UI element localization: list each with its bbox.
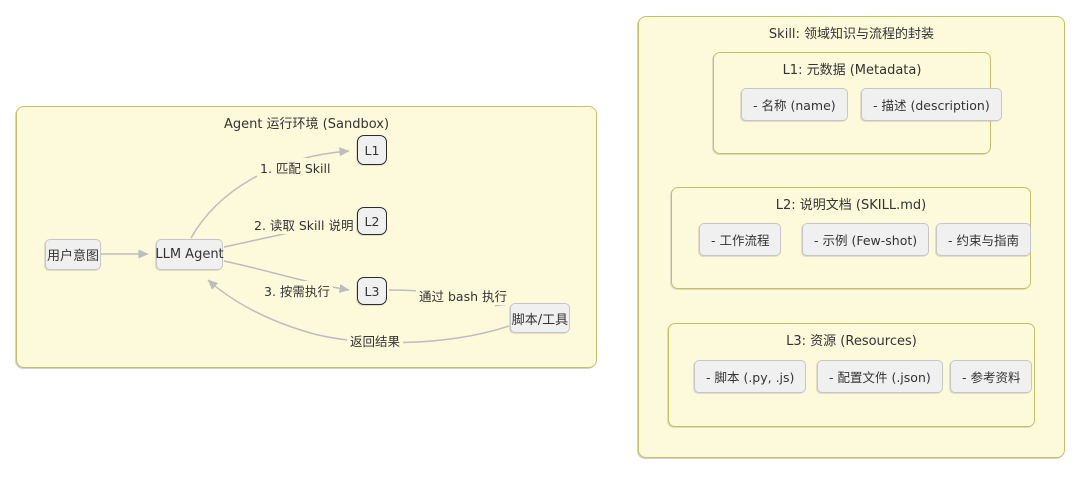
item-scripts-label: - 脚本 (.py, .js): [706, 370, 795, 385]
sandbox-cluster: Agent 运行环境 (Sandbox) 1. 匹配 Skill 2. 读取 S…: [16, 106, 597, 368]
edge-label-exec-on-demand: 3. 按需执行: [261, 281, 333, 300]
skill-l2-doc-title: L2: 说明文档 (SKILL.md): [775, 198, 927, 213]
item-references: - 参考资料: [950, 360, 1033, 393]
node-script-tool: 脚本/工具: [510, 303, 570, 333]
node-llm-agent: LLM Agent: [155, 239, 224, 270]
edge-label-match-skill: 1. 匹配 Skill: [257, 158, 334, 177]
skill-cluster: Skill: 领域知识与流程的封装 L1: 元数据 (Metadata) - 名…: [638, 16, 1065, 458]
item-config-files-label: - 配置文件 (.json): [829, 370, 931, 385]
node-script-tool-label: 脚本/工具: [511, 312, 569, 328]
item-constraints: - 约束与指南: [936, 223, 1031, 256]
item-workflow: - 工作流程: [699, 223, 782, 256]
node-l3-label: L3: [364, 283, 380, 299]
skill-l3-resources-title: L3: 资源 (Resources): [786, 334, 917, 349]
edge-label-read-skill: 2. 读取 Skill 说明: [251, 215, 357, 234]
edge-agent-to-l3: [223, 260, 350, 293]
item-references-label: - 参考资料: [962, 370, 1021, 385]
edge-agent-to-l1: [190, 147, 350, 239]
item-scripts: - 脚本 (.py, .js): [694, 360, 807, 393]
item-fewshot: - 示例 (Few-shot): [802, 223, 930, 256]
item-name-label: - 名称 (name): [753, 98, 836, 113]
edge-script-to-agent: [207, 279, 510, 344]
skill-l1-metadata-title: L1: 元数据 (Metadata): [782, 63, 922, 78]
edge-label-via-bash: 通过 bash 执行: [416, 286, 510, 305]
item-fewshot-label: - 示例 (Few-shot): [814, 233, 918, 248]
node-l2-label: L2: [364, 213, 380, 229]
node-l1: L1: [357, 135, 387, 165]
node-user-intent-label: 用户意图: [46, 249, 99, 264]
sandbox-cluster-title: Agent 运行环境 (Sandbox): [223, 117, 390, 132]
item-description-label: - 描述 (description): [873, 98, 990, 113]
node-l3: L3: [357, 277, 387, 305]
edge-label-return-result: 返回结果: [347, 331, 404, 350]
skill-l3-resources-cluster: L3: 资源 (Resources) - 脚本 (.py, .js) - 配置文…: [668, 323, 1035, 427]
item-description: - 描述 (description): [861, 88, 1002, 121]
skill-l1-metadata-cluster: L1: 元数据 (Metadata) - 名称 (name) - 描述 (des…: [713, 52, 1002, 154]
skill-l2-doc-cluster: L2: 说明文档 (SKILL.md) - 工作流程 - 示例 (Few-sho…: [671, 187, 1031, 289]
node-l2: L2: [357, 207, 387, 235]
item-config-files: - 配置文件 (.json): [817, 360, 943, 393]
node-l1-label: L1: [364, 142, 380, 158]
node-user-intent: 用户意图: [45, 239, 101, 270]
item-constraints-label: - 约束与指南: [948, 233, 1019, 248]
sandbox-nodes-layer: 用户意图 LLM Agent L1 L2 L3 脚本/工具: [17, 107, 596, 367]
item-workflow-label: - 工作流程: [711, 233, 770, 248]
item-name: - 名称 (name): [741, 88, 848, 121]
skill-cluster-title: Skill: 领域知识与流程的封装: [768, 27, 935, 42]
node-llm-agent-label: LLM Agent: [155, 247, 224, 262]
